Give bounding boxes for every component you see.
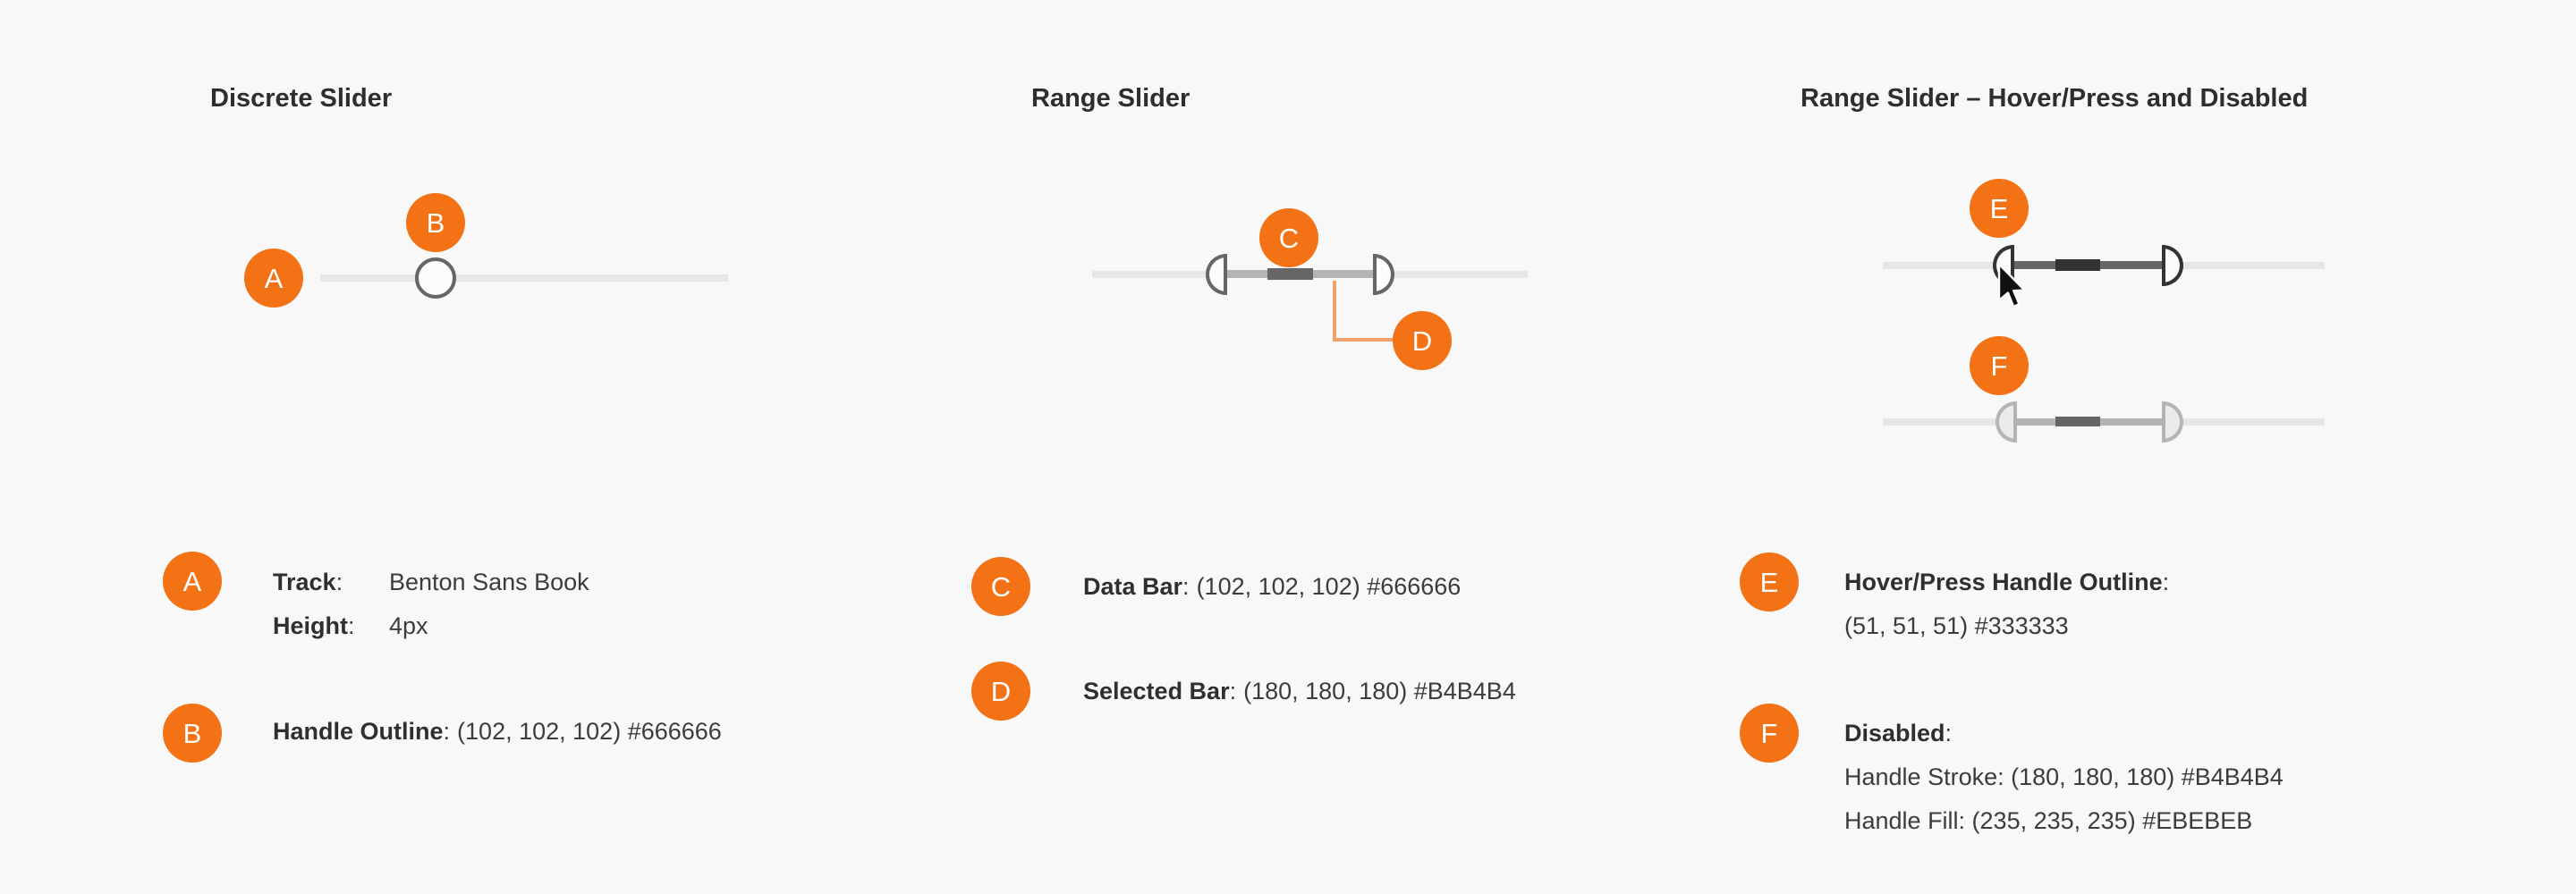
marker-b-letter: B: [426, 207, 445, 239]
legend-d-row: Selected Bar:(180, 180, 180) #B4B4B4: [1083, 670, 1516, 713]
legend-c-row: Data Bar:(102, 102, 102) #666666: [1083, 565, 1461, 608]
legend-c-colon: :: [1182, 573, 1190, 600]
legend-marker-c-icon: C: [971, 557, 1030, 616]
legend-marker-c-letter: C: [990, 570, 1012, 603]
legend-marker-a-letter: A: [182, 565, 202, 597]
marker-b-icon: B: [406, 193, 465, 252]
marker-a-letter: A: [264, 262, 284, 294]
section-title-states: Range Slider – Hover/Press and Disabled: [1801, 84, 2309, 113]
legend-f-row-2: Handle Stroke: (180, 180, 180) #B4B4B4: [1844, 755, 2284, 798]
marker-c-icon: C: [1259, 208, 1318, 267]
legend-marker-f-icon: F: [1740, 704, 1799, 763]
legend-e-label: Hover/Press Handle Outline: [1844, 569, 2163, 595]
marker-e-letter: E: [1989, 192, 2009, 224]
marker-d-letter: D: [1411, 325, 1433, 357]
legend-f-colon: :: [1945, 720, 1953, 746]
legend-b-value: (102, 102, 102) #666666: [457, 718, 722, 745]
marker-e-icon: E: [1970, 179, 2029, 238]
legend-f-stroke-value: Handle Stroke: (180, 180, 180) #B4B4B4: [1844, 763, 2284, 790]
legend-e-row-2: (51, 51, 51) #333333: [1844, 604, 2069, 647]
range-handle-left[interactable]: [1206, 254, 1227, 295]
discrete-slider-handle[interactable]: [415, 257, 456, 299]
legend-d-label: Selected Bar: [1083, 678, 1230, 704]
legend-f-row-3: Handle Fill: (235, 235, 235) #EBEBEB: [1844, 799, 2252, 842]
legend-f-label: Disabled: [1844, 720, 1945, 746]
disabled-handle-left[interactable]: [1996, 401, 2017, 443]
mouse-cursor-icon: [1997, 263, 2026, 308]
legend-e-row-1: Hover/Press Handle Outline:: [1844, 561, 2169, 603]
legend-marker-b-letter: B: [182, 717, 202, 749]
legend-a-track-label: Track:: [273, 561, 343, 603]
legend-marker-b-icon: B: [163, 704, 222, 763]
disabled-handle-right[interactable]: [2162, 401, 2183, 443]
legend-marker-d-icon: D: [971, 662, 1030, 721]
legend-e-value: (51, 51, 51) #333333: [1844, 612, 2069, 639]
legend-b-label: Handle Outline: [273, 718, 444, 745]
marker-a-icon: A: [244, 249, 303, 308]
legend-b-colon: :: [443, 718, 451, 745]
legend-marker-e-letter: E: [1759, 566, 1779, 598]
legend-f-fill-value: Handle Fill: (235, 235, 235) #EBEBEB: [1844, 807, 2253, 834]
legend-a-track-value: Benton Sans Book: [389, 561, 589, 603]
legend-b-row: Handle Outline:(102, 102, 102) #666666: [273, 710, 722, 753]
marker-d-icon: D: [1393, 311, 1452, 370]
marker-f-letter: F: [1990, 350, 2008, 382]
legend-d-colon: :: [1229, 678, 1237, 704]
discrete-slider-track[interactable]: [320, 274, 728, 282]
legend-e-colon: :: [2162, 569, 2170, 595]
legend-a-height-colon: :: [348, 612, 355, 639]
hover-data-bar[interactable]: [2055, 259, 2100, 271]
hover-handle-right[interactable]: [2162, 245, 2183, 286]
legend-a-track-value-text: Benton Sans Book: [389, 569, 589, 595]
legend-marker-f-letter: F: [1760, 717, 1778, 749]
connector-line-d-vertical: [1333, 281, 1336, 340]
legend-c-value: (102, 102, 102) #666666: [1196, 573, 1462, 600]
legend-d-value: (180, 180, 180) #B4B4B4: [1243, 678, 1516, 704]
legend-a-height-value-text: 4px: [389, 612, 428, 639]
legend-a-track-label-text: Track: [273, 569, 336, 595]
legend-a-height-label-text: Height: [273, 612, 348, 639]
legend-a-height-label: Height:: [273, 604, 355, 647]
connector-line-d-horizontal: [1333, 338, 1393, 342]
legend-a-height-value: 4px: [389, 604, 428, 647]
legend-marker-e-icon: E: [1740, 552, 1799, 611]
marker-f-icon: F: [1970, 336, 2029, 395]
range-data-bar[interactable]: [1267, 268, 1313, 280]
disabled-data-bar[interactable]: [2055, 417, 2100, 426]
legend-c-label: Data Bar: [1083, 573, 1183, 600]
marker-c-letter: C: [1278, 222, 1300, 254]
legend-marker-d-letter: D: [990, 675, 1012, 707]
section-title-discrete: Discrete Slider: [210, 84, 393, 113]
legend-f-row-1: Disabled:: [1844, 712, 1952, 755]
legend-marker-a-icon: A: [163, 552, 222, 611]
section-title-range: Range Slider: [1031, 84, 1191, 113]
range-handle-right[interactable]: [1373, 254, 1394, 295]
legend-a-track-colon: :: [335, 569, 343, 595]
